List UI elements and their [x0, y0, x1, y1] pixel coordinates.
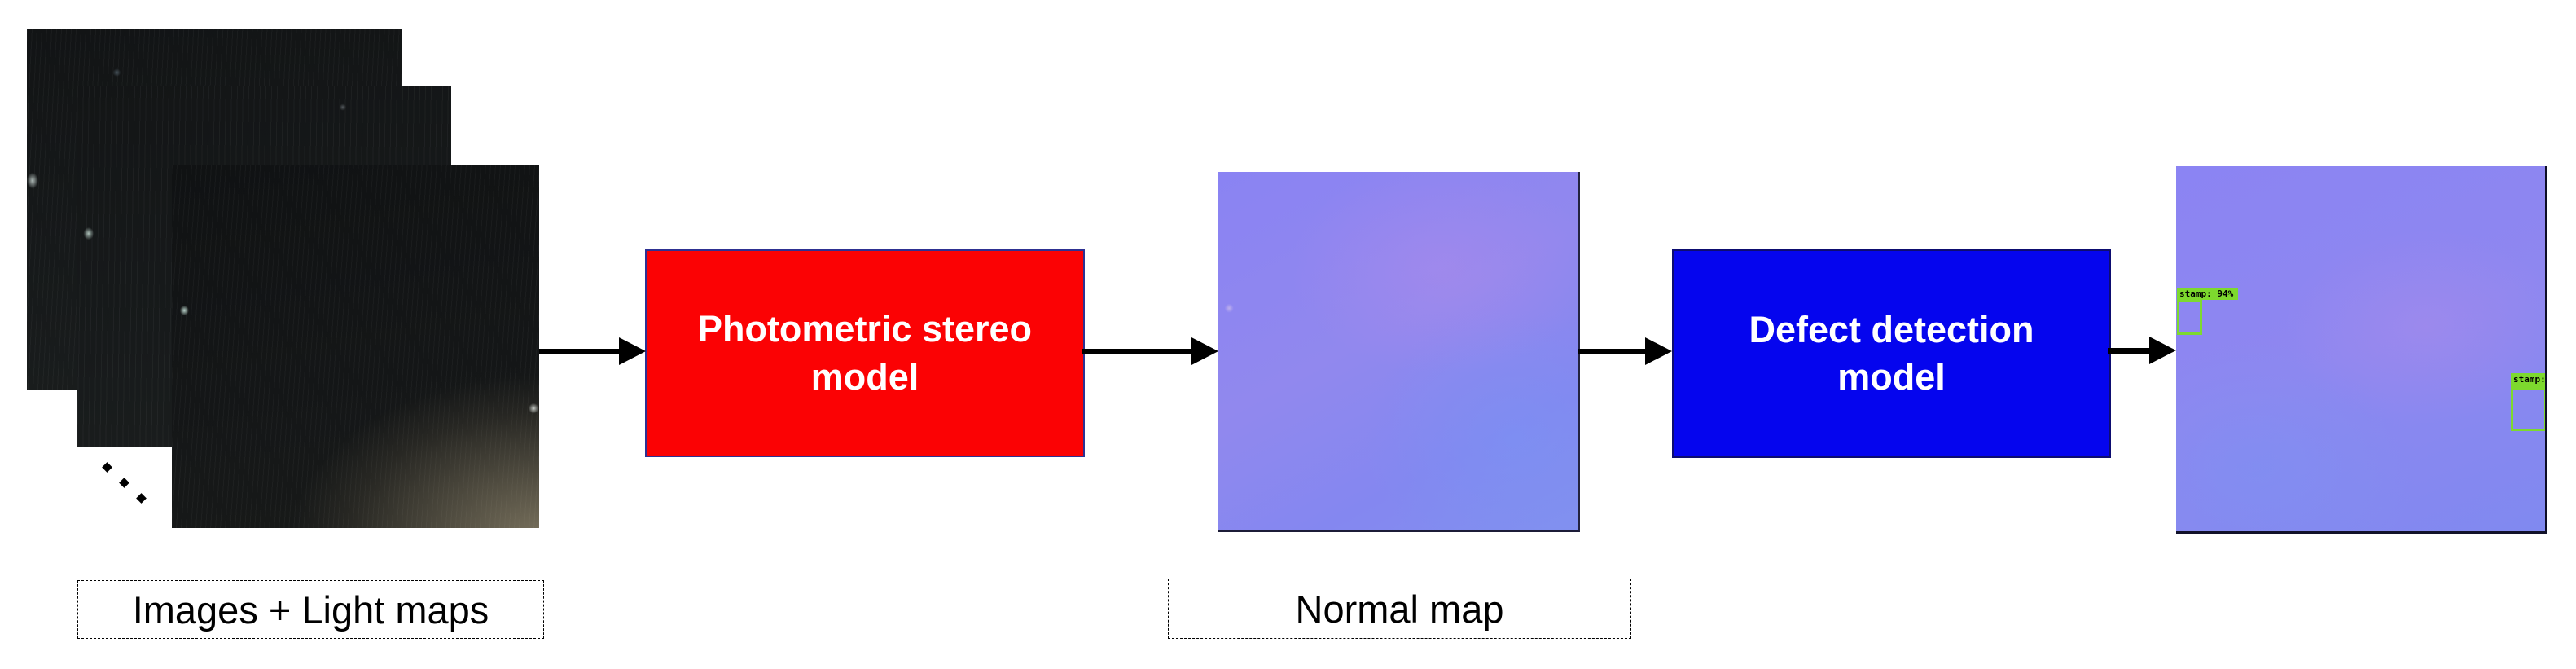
arrow-head-icon [2149, 337, 2176, 364]
ellipsis-dot [102, 462, 112, 473]
photometric-model-label-line2: model [810, 355, 919, 398]
photometric-model-label-line1: Photometric stereo [697, 308, 1033, 350]
defect-model-label-line2: model [1837, 356, 1946, 398]
defect-model-label-line1: Defect detection [1749, 308, 2034, 350]
normal-map-caption-text: Normal map [1295, 587, 1504, 631]
arrow-shaft [2108, 348, 2151, 354]
arrow-shaft [539, 349, 621, 354]
photometric-stereo-model-node: Photometric stereo model [645, 249, 1085, 457]
input-caption-text: Images + Light maps [132, 588, 489, 632]
arrow-shaft [1578, 349, 1647, 354]
input-caption-box: Images + Light maps [77, 580, 544, 639]
detection-box [2511, 387, 2545, 431]
arrow-head-icon [1191, 337, 1218, 365]
arrow-head-icon [1645, 337, 1672, 365]
normal-map-caption-box: Normal map [1168, 579, 1631, 639]
detection-label: stamp: 94% [2177, 288, 2238, 300]
ellipsis-dot [119, 478, 129, 488]
detection-output-image: stamp: 94% stamp: [2176, 166, 2547, 534]
arrow-shaft [1082, 349, 1193, 354]
defect-detection-model-node: Defect detection model [1672, 249, 2111, 458]
arrow-head-icon [619, 337, 646, 365]
ellipsis-dot [136, 493, 147, 504]
input-image-front [172, 165, 539, 528]
detection-label: stamp: [2511, 373, 2545, 387]
detection-box [2177, 300, 2202, 335]
normal-map-image [1218, 172, 1580, 532]
